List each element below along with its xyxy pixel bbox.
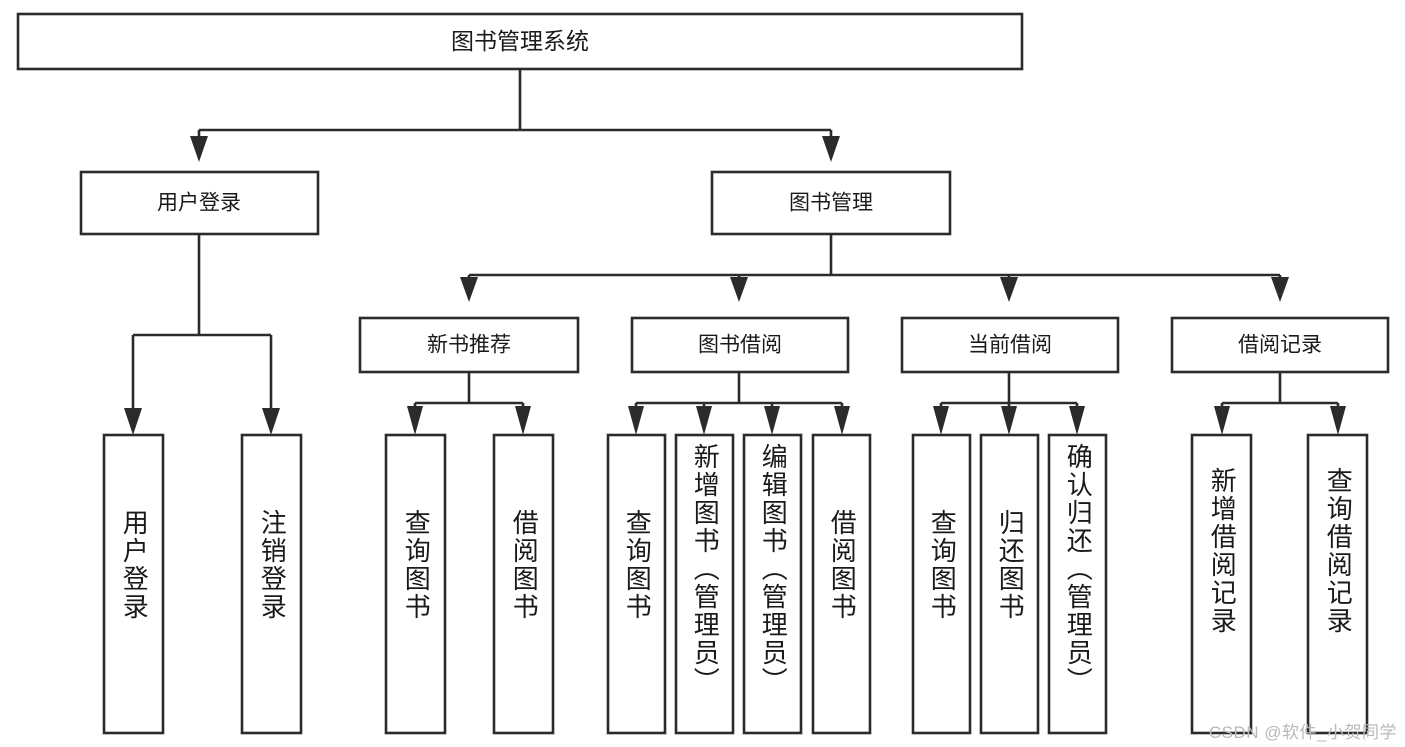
- connector-userlogin-to-children: [131, 234, 273, 420]
- arrowhead-bookmgmt: [822, 136, 840, 162]
- node-leaf-query-borrow-record[interactable]: [1306, 433, 1369, 735]
- node-user-login[interactable]: [79, 170, 320, 236]
- arrowhead-leaf-currentborrow-2: [1001, 406, 1017, 435]
- arrowhead-leaf-bookborrow-1: [628, 406, 644, 435]
- connector-borrowrecord-to-leaves: [1220, 372, 1340, 420]
- node-current-borrow[interactable]: [900, 316, 1120, 374]
- node-current-borrow-label: 当前借阅: [968, 334, 1052, 357]
- node-borrow-record-label: 借阅记录: [1238, 334, 1322, 357]
- arrowhead-leaf-borrowrecord-1: [1214, 406, 1230, 435]
- node-leaf-borrow-book[interactable]: [811, 433, 872, 735]
- node-book-management[interactable]: [710, 170, 952, 236]
- arrowhead-leaf-bookborrow-3: [764, 406, 780, 435]
- node-leaf-user-login[interactable]: [102, 433, 165, 735]
- arrowhead-leaf-userlogin-2: [262, 408, 280, 435]
- arrowhead-leaf-currentborrow-1: [933, 406, 949, 435]
- node-leaf-borrow-book-recommend[interactable]: [492, 433, 555, 735]
- node-leaf-query-book-recommend[interactable]: [384, 433, 447, 735]
- csdn-watermark: CSDN @软件_小贺同学: [1208, 723, 1397, 742]
- arrowhead-layer: [124, 136, 1346, 435]
- node-layer: 图书管理系统 用户登录 图书管理 新书推荐 图书借阅 当前借阅 借阅记录: [16, 12, 1390, 735]
- node-leaf-query-book-current[interactable]: [911, 433, 972, 735]
- node-leaf-edit-book-admin[interactable]: [742, 433, 803, 735]
- arrowhead-leaf-newbook-1: [407, 406, 423, 435]
- connector-bookborrow-to-leaves: [634, 372, 844, 420]
- arrowhead-leaf-borrowrecord-2: [1330, 406, 1346, 435]
- connector-newbook-to-leaves: [413, 372, 525, 420]
- node-user-login-label: 用户登录: [157, 192, 241, 215]
- node-new-book-recommend-label: 新书推荐: [427, 334, 511, 357]
- node-book-borrow[interactable]: [630, 316, 850, 374]
- arrowhead-newbook: [460, 277, 478, 302]
- node-new-book-recommend[interactable]: [358, 316, 580, 374]
- node-leaf-add-borrow-record[interactable]: [1190, 433, 1253, 735]
- arrowhead-leaf-bookborrow-2: [696, 406, 712, 435]
- node-book-management-label: 图书管理: [789, 192, 873, 215]
- connector-root-to-level2: [197, 69, 833, 158]
- arrowhead-leaf-bookborrow-4: [834, 406, 850, 435]
- arrowhead-bookborrow: [730, 277, 748, 302]
- node-leaf-logout[interactable]: [240, 433, 303, 735]
- connector-bookmgmt-to-level3: [467, 234, 1282, 298]
- node-leaf-confirm-return-admin[interactable]: [1047, 433, 1108, 735]
- node-leaf-query-book-borrow[interactable]: [606, 433, 667, 735]
- arrowhead-userlogin: [190, 136, 208, 162]
- arrowhead-leaf-newbook-2: [515, 406, 531, 435]
- node-borrow-record[interactable]: [1170, 316, 1390, 374]
- arrowhead-leaf-currentborrow-3: [1069, 406, 1085, 435]
- node-leaf-add-book-admin[interactable]: [674, 433, 735, 735]
- node-root-book-management-system[interactable]: [16, 12, 1024, 71]
- arrowhead-currentborrow: [1000, 277, 1018, 302]
- arrowhead-borrowrecord: [1271, 277, 1289, 302]
- arrowhead-leaf-userlogin-1: [124, 408, 142, 435]
- node-book-borrow-label: 图书借阅: [698, 334, 782, 357]
- node-root-label: 图书管理系统: [451, 28, 589, 54]
- node-leaf-return-book[interactable]: [979, 433, 1040, 735]
